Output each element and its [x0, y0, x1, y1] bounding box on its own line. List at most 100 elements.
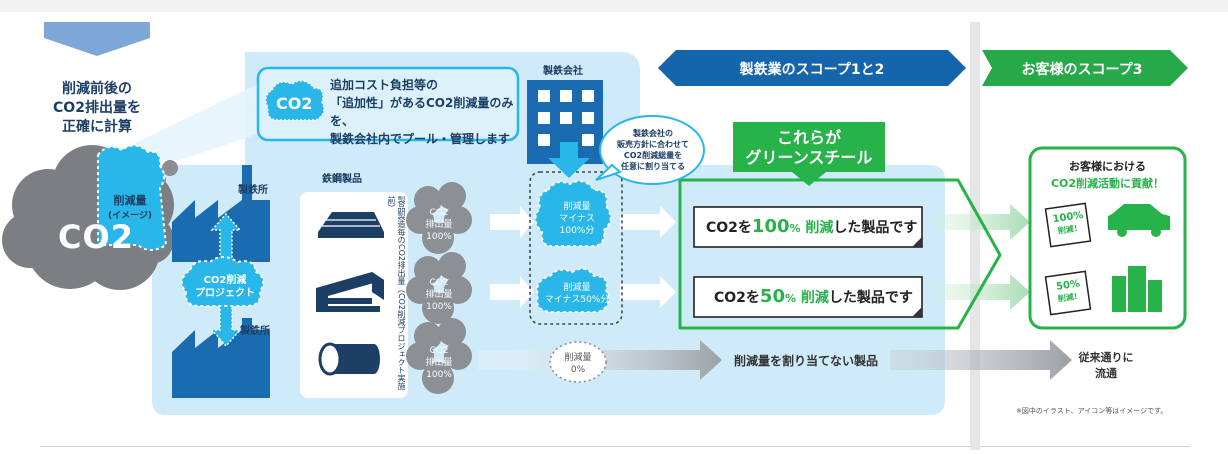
card-100-icon — [1044, 202, 1092, 248]
no-allocation-label: 削減量を割り当てない製品 — [734, 354, 879, 368]
p50-pct: % — [784, 292, 797, 305]
left-label-line-3: 正確に計算 — [62, 119, 132, 135]
p100-mid: 削減 — [805, 220, 834, 236]
footnote: ※図中のイラスト、アイコン等はイメージです。 — [1016, 407, 1168, 415]
buildings-icon — [1112, 266, 1162, 312]
conventional-label: 従来通りに 流通 — [1066, 350, 1146, 382]
steel-products-title: 鉄鋼製品 — [322, 174, 362, 185]
project-line-1: CO2削減 — [203, 275, 247, 286]
alloc-0-line-2: 0% — [570, 365, 586, 375]
emission-3-line-3: 100% — [426, 370, 452, 380]
product-card-50 — [693, 276, 923, 318]
allocation-text-50: 削減量 マイナス50%分 — [538, 282, 616, 306]
h-beam-icon — [316, 272, 384, 312]
left-calc-label: 削減前後の CO2排出量を 正確に計算 — [40, 80, 154, 137]
steelworks-bottom-label: 製鉄所 — [240, 326, 270, 337]
additionality-badge: CO2 — [276, 94, 313, 113]
project-line-2: プロジェクト — [195, 288, 255, 299]
emission-2-line-2: 排出量 — [425, 290, 453, 300]
steel-pipe-icon — [318, 342, 380, 376]
p50-prefix: CO2を — [714, 290, 760, 306]
reduction-text: 削減量 — [113, 194, 147, 207]
additionality-line-3: 製鉄会社内でプール・管理します — [330, 132, 511, 146]
big-cloud-reduction-label: 削減量 (イメージ) — [102, 192, 158, 221]
allocation-text-0: 削減量 0% — [552, 352, 604, 376]
emission-1-line-1: CO2 — [429, 208, 449, 218]
project-cloud — [180, 256, 265, 307]
product-card-100 — [693, 206, 923, 248]
p100-prefix: CO2を — [706, 220, 752, 236]
puff-1 — [162, 160, 178, 176]
badge-line-1: これらが — [776, 128, 841, 147]
allocation-cloud-0 — [549, 341, 607, 383]
image-note-text: (イメージ) — [107, 211, 153, 221]
allocation-down-arrow — [548, 142, 590, 178]
sales-bubble-line-4: 任意に割り当てる — [621, 162, 685, 171]
additionality-text: 追加コスト負担等の 「追加性」があるCO2削減量のみを、 製鉄会社内でプール・管… — [330, 76, 516, 148]
sales-bubble — [595, 115, 705, 185]
additionality-line-1: 追加コスト負担等の — [330, 78, 439, 92]
scope12-header-bg — [658, 50, 966, 86]
emission-2-line-1: CO2 — [429, 278, 449, 288]
factory-bottom-icon — [172, 318, 270, 398]
additionality-box-bg — [256, 66, 520, 142]
p50-num: 50 — [759, 286, 785, 307]
emission-text-2: CO2 排出量 100% — [414, 277, 464, 313]
additionality-line-2: 「追加性」があるCO2削減量のみを、 — [330, 96, 514, 128]
steel-company-label: 製鉄会社 — [543, 66, 583, 77]
sales-bubble-line-1: 製鉄会社の — [633, 129, 673, 138]
sales-bubble-line-2: 販売方針に合わせて — [617, 140, 689, 149]
scope3-header-bg — [982, 50, 1188, 86]
factory-top-icon — [172, 165, 270, 262]
light-beam — [100, 82, 300, 160]
green-steel-badge-bg — [733, 122, 885, 186]
bottom-rule — [40, 446, 1190, 447]
flow-arrow-1 — [490, 206, 534, 238]
emission-2-line-3: 100% — [426, 302, 452, 312]
steel-plate-icon — [318, 212, 384, 238]
p50-suffix: した製品です — [828, 290, 913, 306]
product-100-text: CO2を100% 削減した製品です — [706, 216, 917, 237]
emission-3-line-1: CO2 — [429, 346, 449, 356]
card-50-icon — [1044, 270, 1092, 316]
left-label-line-2: CO2排出量を — [53, 100, 141, 116]
car-icon — [1108, 204, 1170, 237]
p50-mid: 削減 — [800, 290, 829, 306]
flow-arrow-4 — [620, 276, 676, 308]
left-label-line-1: 削減前後の — [62, 81, 132, 97]
allocation-cloud-50 — [536, 267, 610, 313]
flow-arrow-3 — [620, 206, 676, 238]
alloc-100-line-1: 削減量 — [563, 202, 591, 212]
customer-title: お客様における CO2削減活動に貢献！ — [1032, 158, 1183, 192]
allocation-text-100: 削減量 マイナス 100%分 — [542, 201, 612, 237]
green-steel-badge: これらが グリーンスチール — [733, 128, 885, 168]
customer-title-line-2: CO2削減活動に貢献！ — [1050, 177, 1165, 190]
conventional-line-2: 流通 — [1095, 367, 1117, 380]
emission-1-line-3: 100% — [426, 232, 452, 242]
p100-suffix: した製品です — [833, 220, 918, 236]
emission-1-line-2: 排出量 — [425, 220, 453, 230]
big-cloud-reduction — [97, 144, 168, 251]
customer-title-line-1: お客様における — [1069, 160, 1146, 173]
green-arrow-2 — [935, 274, 1030, 310]
conventional-line-1: 従来通りに — [1078, 351, 1134, 364]
green-steel-outline — [678, 178, 1002, 330]
emission-3-line-2: 排出量 — [425, 358, 453, 368]
scope3-header: お客様のスコープ3 — [1021, 62, 1143, 78]
badge-line-2: グリーンスチール — [745, 148, 873, 167]
allocation-cloud-100 — [534, 180, 612, 248]
emission-text-3: CO2 排出量 100% — [414, 345, 464, 381]
emission-cloud-2 — [406, 252, 472, 324]
alloc-100-line-3: 100%分 — [559, 226, 595, 236]
alloc-50-line-2: マイナス50%分 — [544, 295, 610, 305]
emission-cloud-3 — [406, 318, 472, 394]
additionality-cloud — [264, 80, 325, 121]
p100-pct: % — [789, 222, 801, 235]
emission-text-1: CO2 排出量 100% — [414, 207, 464, 243]
emission-cloud-1 — [406, 182, 472, 254]
alloc-100-line-2: マイナス — [559, 214, 595, 224]
product-50-text: CO2を50% 削減した製品です — [714, 286, 913, 307]
alloc-0-line-1: 削減量 — [564, 353, 592, 363]
steelworks-top-label: 製鉄所 — [238, 185, 268, 196]
